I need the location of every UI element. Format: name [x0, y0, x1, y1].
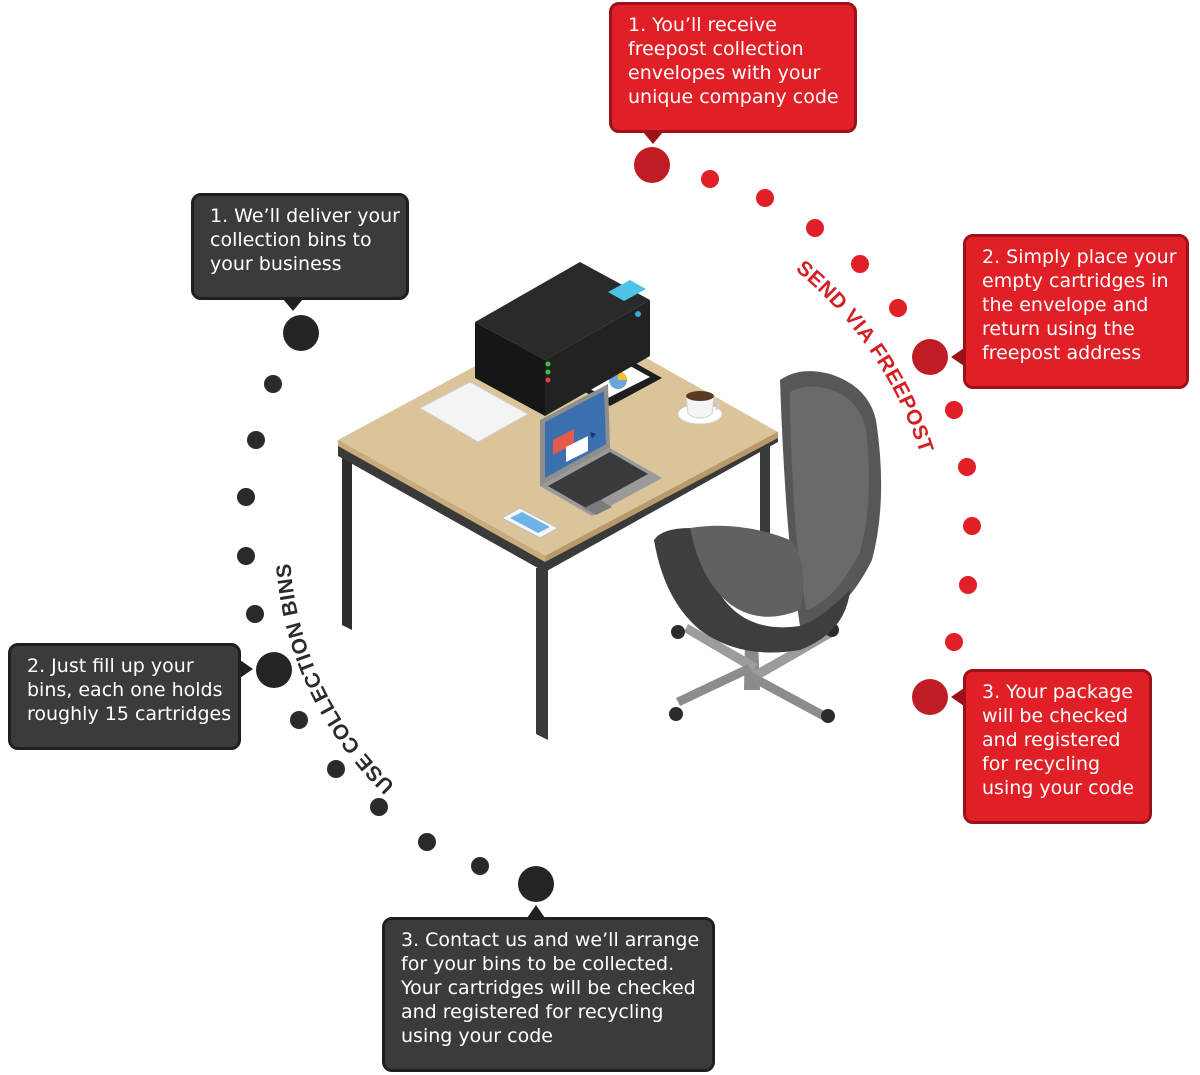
- bubble-text-line: your business: [210, 253, 342, 275]
- path-dot: [963, 517, 981, 535]
- bubble-tail: [951, 348, 964, 366]
- bubble-text-line: freepost collection: [628, 38, 804, 60]
- path-dot: [851, 255, 869, 273]
- bubble-text-line: freepost address: [982, 342, 1142, 364]
- bubble-text-line: 2. Just fill up your: [27, 655, 194, 677]
- bubble-tail: [240, 660, 253, 678]
- freepost-step-3-marker: [912, 679, 948, 715]
- office-chair-icon: [654, 371, 882, 723]
- path-dot: [958, 458, 976, 476]
- freepost-step-1-bubble: 1. You’ll receive freepost collection en…: [609, 2, 857, 133]
- bubble-text-line: empty cartridges in: [982, 270, 1169, 292]
- collection-step-1-marker: [283, 315, 319, 351]
- path-dot: [701, 170, 719, 188]
- path-dot: [806, 219, 824, 237]
- bubble-text-line: return using the: [982, 318, 1135, 340]
- bubble-text-line: using your code: [982, 777, 1134, 799]
- path-dot: [237, 547, 255, 565]
- bubble-tail: [283, 299, 303, 311]
- path-dot: [246, 605, 264, 623]
- bubble-text-line: 3. Contact us and we’ll arrange: [401, 929, 700, 951]
- bubble-text-line: Your cartridges will be checked: [401, 977, 696, 999]
- freepost-step-2-marker: [912, 339, 948, 375]
- paper-icon: [418, 381, 530, 443]
- bubble-text-line: and registered for recycling: [401, 1001, 664, 1023]
- bubble-text-line: collection bins to: [210, 229, 372, 251]
- collection-step-3-bubble: 3. Contact us and we’ll arrange for your…: [382, 917, 715, 1072]
- path-dot: [959, 576, 977, 594]
- path-dot: [247, 431, 265, 449]
- collection-bins-dotted-path: [237, 375, 489, 875]
- collection-step-2-marker: [256, 652, 292, 688]
- freepost-step-1-marker: [634, 147, 670, 183]
- bubble-text-line: for recycling: [982, 753, 1101, 775]
- bubble-text-line: for your bins to be collected.: [401, 953, 675, 975]
- path-dot: [237, 488, 255, 506]
- path-dot: [370, 798, 388, 816]
- bubble-text-line: 3. Your package: [982, 681, 1133, 703]
- bubble-tail: [527, 905, 545, 918]
- path-dot: [889, 299, 907, 317]
- freepost-dotted-path: [701, 170, 981, 651]
- bubble-text-line: envelopes with your: [628, 62, 821, 84]
- bubble-text-line: 2. Simply place your: [982, 246, 1177, 268]
- bubble-text-line: and registered: [982, 729, 1121, 751]
- path-dot: [327, 760, 345, 778]
- bubble-text-line: bins, each one holds: [27, 679, 223, 701]
- path-dot: [756, 189, 774, 207]
- phone-icon: [500, 507, 560, 539]
- path-dot: [418, 833, 436, 851]
- path-dot: [945, 401, 963, 419]
- bubble-text-line: 1. You’ll receive: [628, 14, 777, 36]
- path-dot: [290, 711, 308, 729]
- freepost-step-3-bubble: 3. Your package will be checked and regi…: [963, 669, 1152, 824]
- bubble-text-line: unique company code: [628, 86, 839, 108]
- path-dot: [264, 375, 282, 393]
- path-dot: [471, 857, 489, 875]
- bubble-tail: [951, 688, 964, 706]
- freepost-step-2-bubble: 2. Simply place your empty cartridges in…: [963, 234, 1189, 389]
- bubble-text-line: 1. We’ll deliver your: [210, 205, 400, 227]
- collection-step-3-marker: [518, 866, 554, 902]
- laptop-icon: [540, 384, 662, 516]
- bubble-text-line: using your code: [401, 1025, 553, 1047]
- coffee-cup-icon: [677, 391, 723, 425]
- bubble-text-line: the envelope and: [982, 294, 1149, 316]
- path-dot: [945, 633, 963, 651]
- bubble-text-line: will be checked: [982, 705, 1128, 727]
- bubble-text-line: roughly 15 cartridges: [27, 703, 232, 725]
- collection-step-2-bubble: 2. Just fill up your bins, each one hold…: [8, 643, 241, 750]
- printer-icon: [475, 262, 662, 416]
- bubble-tail: [643, 132, 663, 144]
- collection-step-1-bubble: 1. We’ll deliver your collection bins to…: [191, 193, 409, 300]
